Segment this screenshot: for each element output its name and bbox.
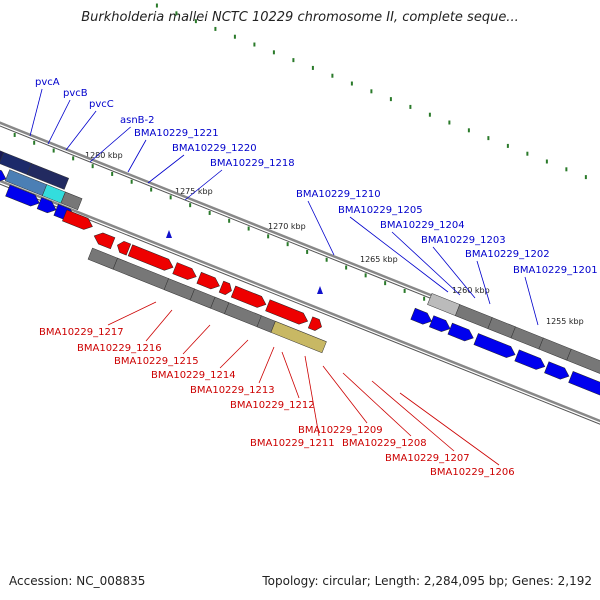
- reverse-gene-label: BMA10229_1215: [114, 356, 199, 367]
- forward-gene-label: BMA10229_1218: [210, 158, 295, 169]
- gene-feature: [60, 191, 83, 211]
- forward-gene-label: pvcB: [63, 88, 88, 99]
- forward-gene-arrow: [36, 197, 57, 214]
- label-leader: [258, 346, 275, 384]
- forward-gene-arrow: [568, 371, 600, 399]
- reverse-gene-arrow: [196, 271, 220, 290]
- reverse-gene-arrow: [117, 241, 132, 256]
- diagram-title: Burkholderia mallei NCTC 10229 chromosom…: [81, 10, 519, 25]
- label-leader: [322, 365, 368, 424]
- gene-feature: [538, 337, 572, 361]
- gene-feature: [270, 320, 327, 354]
- forward-gene-label: BMA10229_1210: [296, 189, 381, 200]
- gene-feature: [26, 163, 70, 190]
- accession-text: Accession: NC_008835: [9, 574, 146, 588]
- reverse-gene-arrow: [265, 299, 309, 325]
- label-leader: [371, 380, 455, 452]
- label-leader: [399, 392, 500, 466]
- reverse-gene-label: BMA10229_1212: [230, 400, 315, 411]
- reverse-gene-arrow: [218, 280, 232, 296]
- label-leader: [127, 139, 147, 173]
- forward-gene-label: pvcA: [35, 77, 60, 88]
- kbp-tick-label: 1265 kbp: [360, 255, 398, 264]
- gene-feature: [0, 151, 32, 175]
- forward-gene-arrow: [410, 307, 432, 325]
- gene-feature: [454, 304, 493, 330]
- reverse-gene-arrow: [172, 262, 197, 280]
- gene-feature: [87, 247, 118, 270]
- gene-feature: [189, 288, 216, 309]
- reverse-gene-label: BMA10229_1211: [250, 438, 335, 449]
- label-leader: [432, 246, 476, 299]
- forward-gene-label: BMA10229_1220: [172, 143, 257, 154]
- kbp-tick-label: 1275 kbp: [175, 187, 213, 196]
- label-leader: [391, 231, 461, 296]
- reverse-gene-label: BMA10229_1214: [151, 370, 236, 381]
- forward-gene-arrow: [544, 361, 570, 380]
- backbone-line: [0, 179, 600, 423]
- label-leader: [476, 260, 491, 305]
- label-leader: [47, 99, 71, 145]
- feature-tracks: [0, 121, 600, 425]
- forward-gene-arrow: [514, 349, 546, 370]
- label-leader: [89, 126, 131, 163]
- label-leader: [307, 200, 335, 256]
- forward-gene-arrow: [0, 164, 7, 183]
- label-leader: [184, 169, 223, 201]
- reverse-gene-arrow: [127, 244, 174, 271]
- forward-gene-arrow: [473, 333, 516, 358]
- gene-feature: [163, 278, 195, 301]
- forward-gene-arrow: [429, 315, 451, 332]
- topology-text: Topology: circular; Length: 2,284,095 bp…: [262, 574, 592, 588]
- forward-gene-label: BMA10229_1221: [134, 128, 219, 139]
- kbp-tick-label: 1260 kbp: [452, 286, 490, 295]
- label-leader: [219, 339, 249, 369]
- forward-gene-label: BMA10229_1205: [338, 205, 423, 216]
- forward-gene-label: BMA10229_1202: [465, 249, 550, 260]
- orf-marker: [317, 286, 323, 294]
- reverse-gene-label: BMA10229_1209: [298, 425, 383, 436]
- label-leader: [182, 324, 211, 355]
- gene-feature: [566, 348, 600, 383]
- kbp-tick-label: 1255 kbp: [546, 317, 584, 326]
- orf-marker: [166, 230, 172, 238]
- label-leader: [29, 88, 43, 137]
- label-leader: [65, 110, 97, 151]
- kbp-tick-label: 1280 kbp: [85, 151, 123, 160]
- tick-marks: 1280 kbp 1275 kbp 1270 kbp 1265 kbp 1260 kbp…: [13, 3, 600, 371]
- forward-gene-arrow: [447, 322, 474, 342]
- label-leader: [107, 301, 157, 326]
- reverse-gene-label: BMA10229_1207: [385, 453, 470, 464]
- forward-gene-label: BMA10229_1204: [380, 220, 465, 231]
- forward-gene-label: BMA10229_1203: [421, 235, 506, 246]
- reverse-gene-label: BMA10229_1208: [342, 438, 427, 449]
- gene-feature: [427, 293, 461, 317]
- kbp-tick-label: 1270 kbp: [268, 222, 306, 231]
- reverse-gene-label: BMA10229_1213: [190, 385, 275, 396]
- label-leader: [349, 216, 449, 293]
- label-leader: [145, 309, 173, 342]
- reverse-gene-arrow: [62, 209, 93, 230]
- forward-gene-arrow: [5, 184, 40, 207]
- label-leaders: [29, 88, 539, 466]
- label-leader: [304, 355, 320, 437]
- reverse-gene-label: BMA10229_1206: [430, 467, 515, 478]
- gene-feature: [510, 326, 544, 350]
- label-leader: [147, 154, 185, 184]
- forward-gene-label: asnB-2: [120, 115, 155, 126]
- gene-feature: [487, 317, 516, 339]
- reverse-gene-arrow: [307, 316, 322, 331]
- reverse-gene-label: BMA10229_1217: [39, 327, 124, 338]
- label-leader: [281, 351, 300, 399]
- reverse-gene-label: BMA10229_1216: [77, 343, 162, 354]
- label-leader: [342, 372, 412, 437]
- reverse-gene-arrow: [230, 285, 267, 308]
- forward-gene-label: pvcC: [89, 99, 114, 110]
- forward-gene-label: BMA10229_1201: [513, 265, 598, 276]
- label-leader: [524, 276, 539, 326]
- reverse-gene-arrow: [93, 232, 116, 250]
